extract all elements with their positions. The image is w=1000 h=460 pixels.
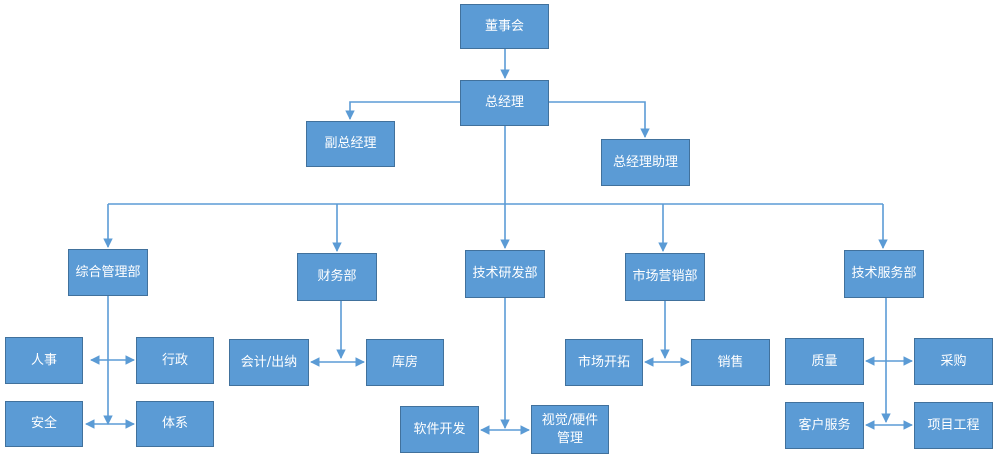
node-market-dev: 市场开拓 [565, 339, 643, 386]
node-gm-assistant: 总经理助理 [601, 139, 690, 186]
node-label-line2: 管理 [556, 430, 583, 446]
node-tech-service: 技术服务部 [844, 250, 924, 298]
node-label: 销售 [717, 354, 744, 370]
node-label: 客户服务 [798, 417, 851, 433]
node-label-line1: 视觉/硬件 [541, 412, 599, 428]
node-label: 库房 [391, 354, 418, 370]
node-label: 安全 [30, 416, 57, 431]
node-system: 体系 [136, 401, 214, 447]
edge-gm-assistant [549, 101, 650, 138]
node-label: 市场开拓 [577, 354, 630, 370]
node-hr: 人事 [5, 337, 83, 384]
node-label: 财务部 [317, 269, 357, 284]
node-label: 软件开发 [413, 421, 466, 437]
node-safety: 安全 [5, 401, 83, 447]
node-label: 采购 [940, 353, 967, 369]
node-quality: 质量 [785, 338, 864, 385]
node-label: 总经理助理 [612, 154, 678, 170]
node-label: 总经理 [484, 95, 524, 110]
node-label: 董事会 [484, 18, 524, 34]
node-label: 技术研发部 [472, 266, 538, 281]
node-label: 质量 [811, 353, 838, 369]
edge-gm-deputy [345, 101, 460, 120]
node-project-eng: 项目工程 [914, 402, 993, 449]
node-board: 董事会 [460, 4, 549, 49]
node-label: 技术服务部 [851, 266, 917, 281]
node-label: 副总经理 [324, 136, 377, 151]
node-accounting: 会计/出纳 [229, 339, 309, 386]
node-admin: 行政 [136, 337, 214, 384]
node-gm: 总经理 [460, 80, 549, 126]
node-deputy-gm: 副总经理 [306, 121, 395, 167]
node-warehouse: 库房 [366, 339, 444, 386]
node-procurement: 采购 [914, 338, 993, 385]
node-customer-service: 客户服务 [785, 402, 864, 449]
node-label: 体系 [161, 416, 188, 431]
node-marketing: 市场营销部 [625, 253, 705, 301]
node-label: 行政 [161, 352, 188, 368]
node-label: 市场营销部 [632, 269, 698, 284]
node-label: 项目工程 [927, 417, 980, 433]
node-visual-hw: 视觉/硬件 管理 [531, 405, 609, 454]
node-label: 人事 [30, 352, 57, 368]
node-label: 会计/出纳 [240, 354, 298, 370]
node-software-dev: 软件开发 [400, 406, 479, 453]
node-general-mgmt: 综合管理部 [68, 249, 148, 296]
node-tech-rd: 技术研发部 [465, 250, 545, 298]
node-finance: 财务部 [297, 253, 377, 301]
node-sales: 销售 [691, 339, 770, 386]
node-label: 综合管理部 [75, 264, 141, 280]
